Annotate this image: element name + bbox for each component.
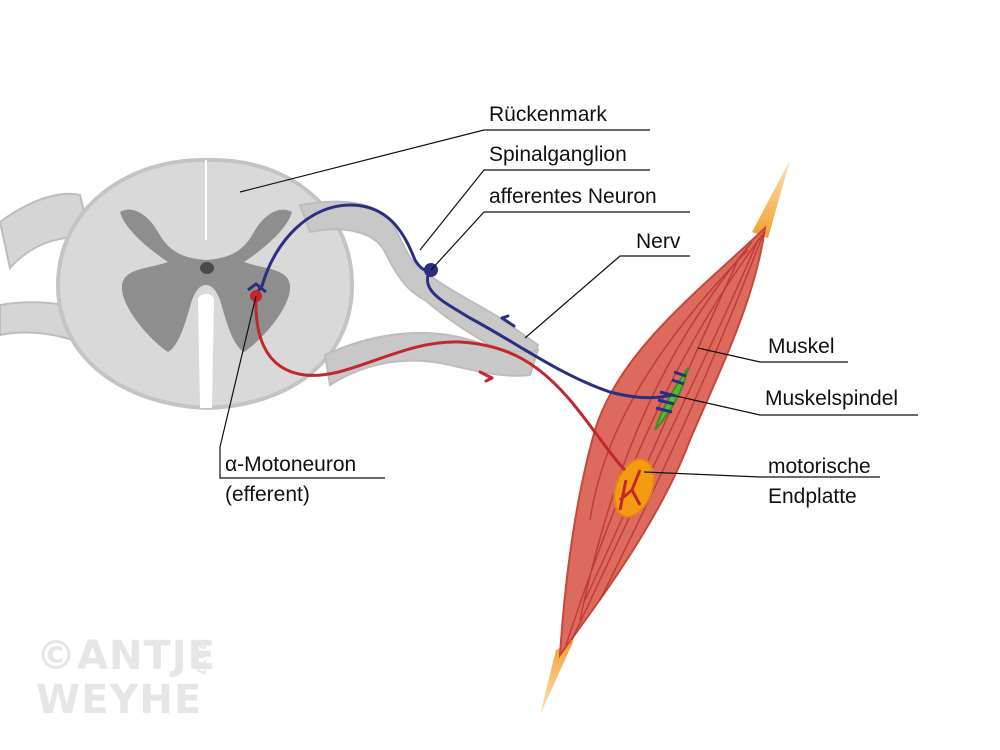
watermark: ©ANTJE WEYHE 2017 [36, 636, 215, 726]
leader-spinalganglion [419, 169, 650, 251]
label-afferentes-neuron: afferentes Neuron [489, 185, 657, 208]
leader-endplatte [643, 471, 880, 478]
spinal-cord [0, 157, 540, 411]
label-nerv: Nerv [636, 230, 681, 253]
leader-muskel [697, 347, 848, 363]
leader-lines [219, 129, 918, 479]
leader-motoneuron [219, 295, 385, 479]
label-rueckenmark: Rückenmark [489, 103, 607, 126]
tendon-top [752, 160, 790, 238]
muscle-spindle [654, 367, 689, 431]
label-spinalganglion: Spinalganglion [489, 143, 627, 166]
leader-rueckenmark [239, 129, 650, 193]
leader-nerv [524, 255, 690, 339]
watermark-year: 2017 [194, 642, 208, 676]
leader-afferentes-neuron [430, 211, 690, 271]
label-endplatte: Endplatte [768, 485, 857, 508]
label-muskel: Muskel [768, 335, 835, 358]
watermark-line1: ©ANTJE [36, 633, 216, 679]
leader-muskelspindel [675, 395, 918, 416]
muscle [540, 160, 790, 715]
label-muskelspindel: Muskelspindel [765, 387, 899, 410]
afferent-neuron [247, 203, 673, 400]
muscle-belly [558, 225, 767, 659]
watermark-line2: WEYHE [36, 677, 203, 723]
label-motoneuron: α-Motoneuron [225, 453, 357, 476]
label-motorische: motorische [768, 455, 871, 478]
grey-matter [120, 209, 292, 352]
label-efferent: (efferent) [225, 483, 310, 506]
motor-end-plate [613, 458, 655, 518]
tendon-bottom [540, 640, 574, 715]
